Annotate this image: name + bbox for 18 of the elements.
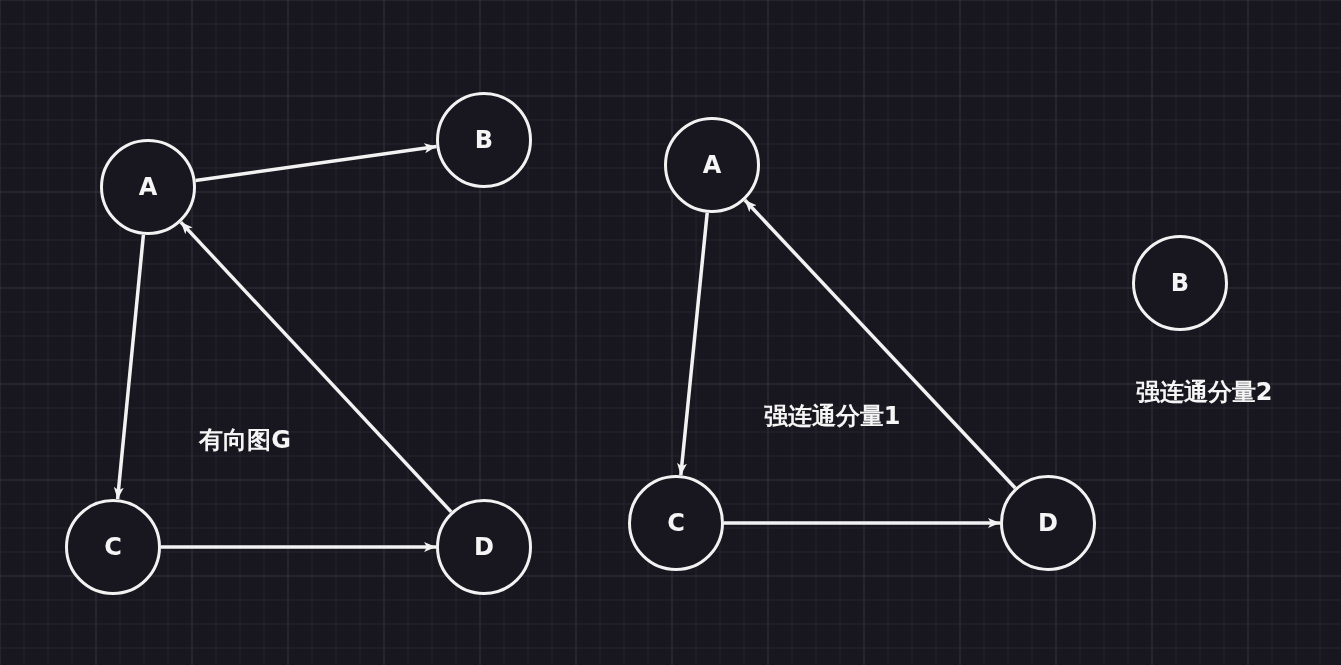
arrow bbox=[724, 518, 1000, 528]
graph-node: A bbox=[664, 117, 760, 213]
graph-caption: 有向图G bbox=[199, 425, 291, 456]
graph-node: C bbox=[65, 499, 161, 595]
arrow bbox=[161, 542, 436, 552]
arrow bbox=[677, 212, 709, 476]
graph-node: A bbox=[100, 139, 196, 235]
graph-node: B bbox=[1132, 235, 1228, 331]
graph-node: D bbox=[1000, 475, 1096, 571]
arrow bbox=[743, 198, 1017, 490]
graph-node: D bbox=[436, 499, 532, 595]
arrow bbox=[195, 143, 437, 183]
arrow bbox=[113, 234, 146, 500]
graph-caption: 强连通分量2 bbox=[1135, 377, 1273, 408]
arrow bbox=[179, 220, 453, 514]
graph-node: C bbox=[628, 475, 724, 571]
graph-node: B bbox=[436, 92, 532, 188]
graph-caption: 强连通分量1 bbox=[763, 401, 901, 432]
